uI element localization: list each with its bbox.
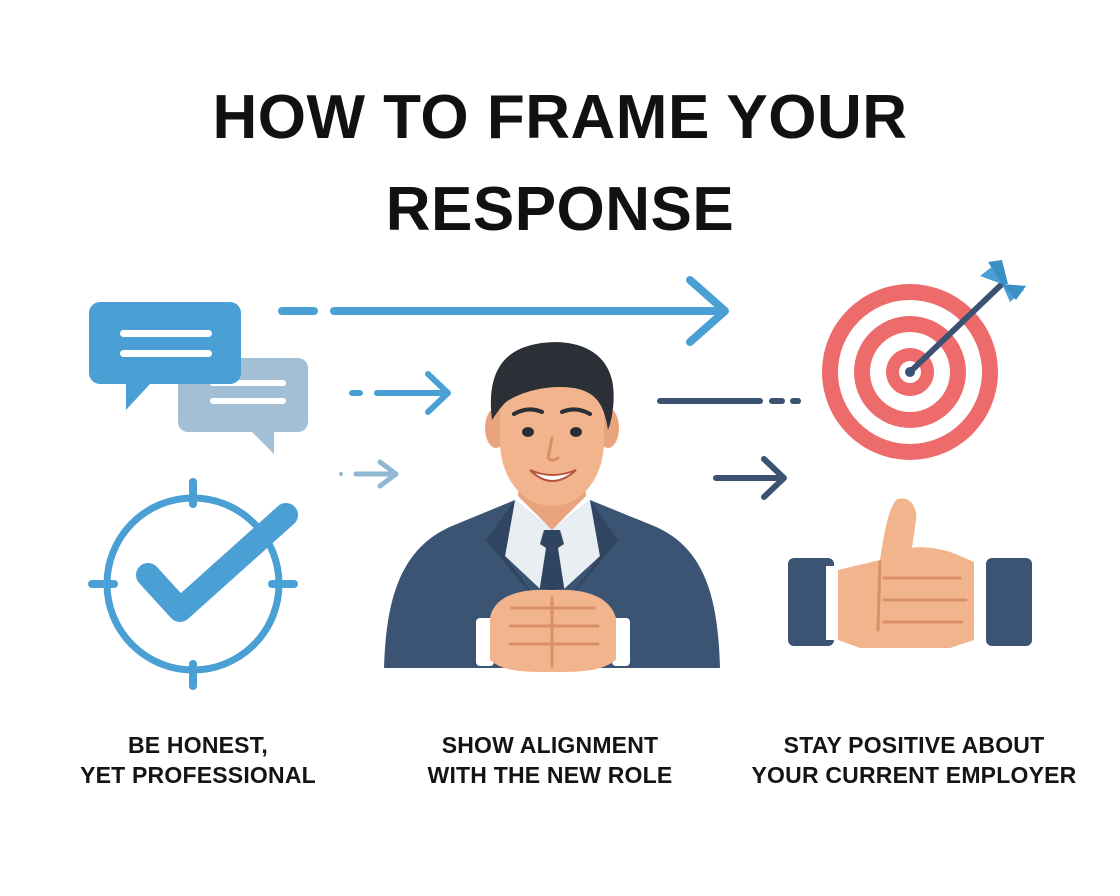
caption-line: YOUR CURRENT EMPLOYER [751,762,1077,788]
arrow-icon [339,459,399,489]
arrow-icon [278,276,729,346]
caption-show-alignment: SHOW ALIGNMENT WITH THE NEW ROLE [350,730,750,790]
chat-bubbles-icon [89,302,308,454]
businessman-illustration [384,342,720,672]
caption-stay-positive: STAY POSITIVE ABOUT YOUR CURRENT EMPLOYE… [714,730,1114,790]
page-title-line-2: RESPONSE [385,175,735,244]
caption-line: BE HONEST, [127,732,269,758]
caption-be-honest: BE HONEST, YET PROFESSIONAL [0,730,398,790]
arrow-icon [349,371,451,415]
caption-line: STAY POSITIVE ABOUT [783,732,1045,758]
caption-line: WITH THE NEW ROLE [427,762,673,788]
bullseye-arrow-icon [822,260,1026,460]
page-title-line-1: HOW TO FRAME YOUR [212,83,908,152]
thumbs-up-icon [788,498,1032,648]
caption-line: SHOW ALIGNMENT [441,732,659,758]
caption-line: YET PROFESSIONAL [80,762,316,788]
checkmark-target-icon [88,478,298,690]
page-title: HOW TO FRAME YOUR RESPONSE [0,72,1120,256]
arrow-icon [713,456,787,500]
